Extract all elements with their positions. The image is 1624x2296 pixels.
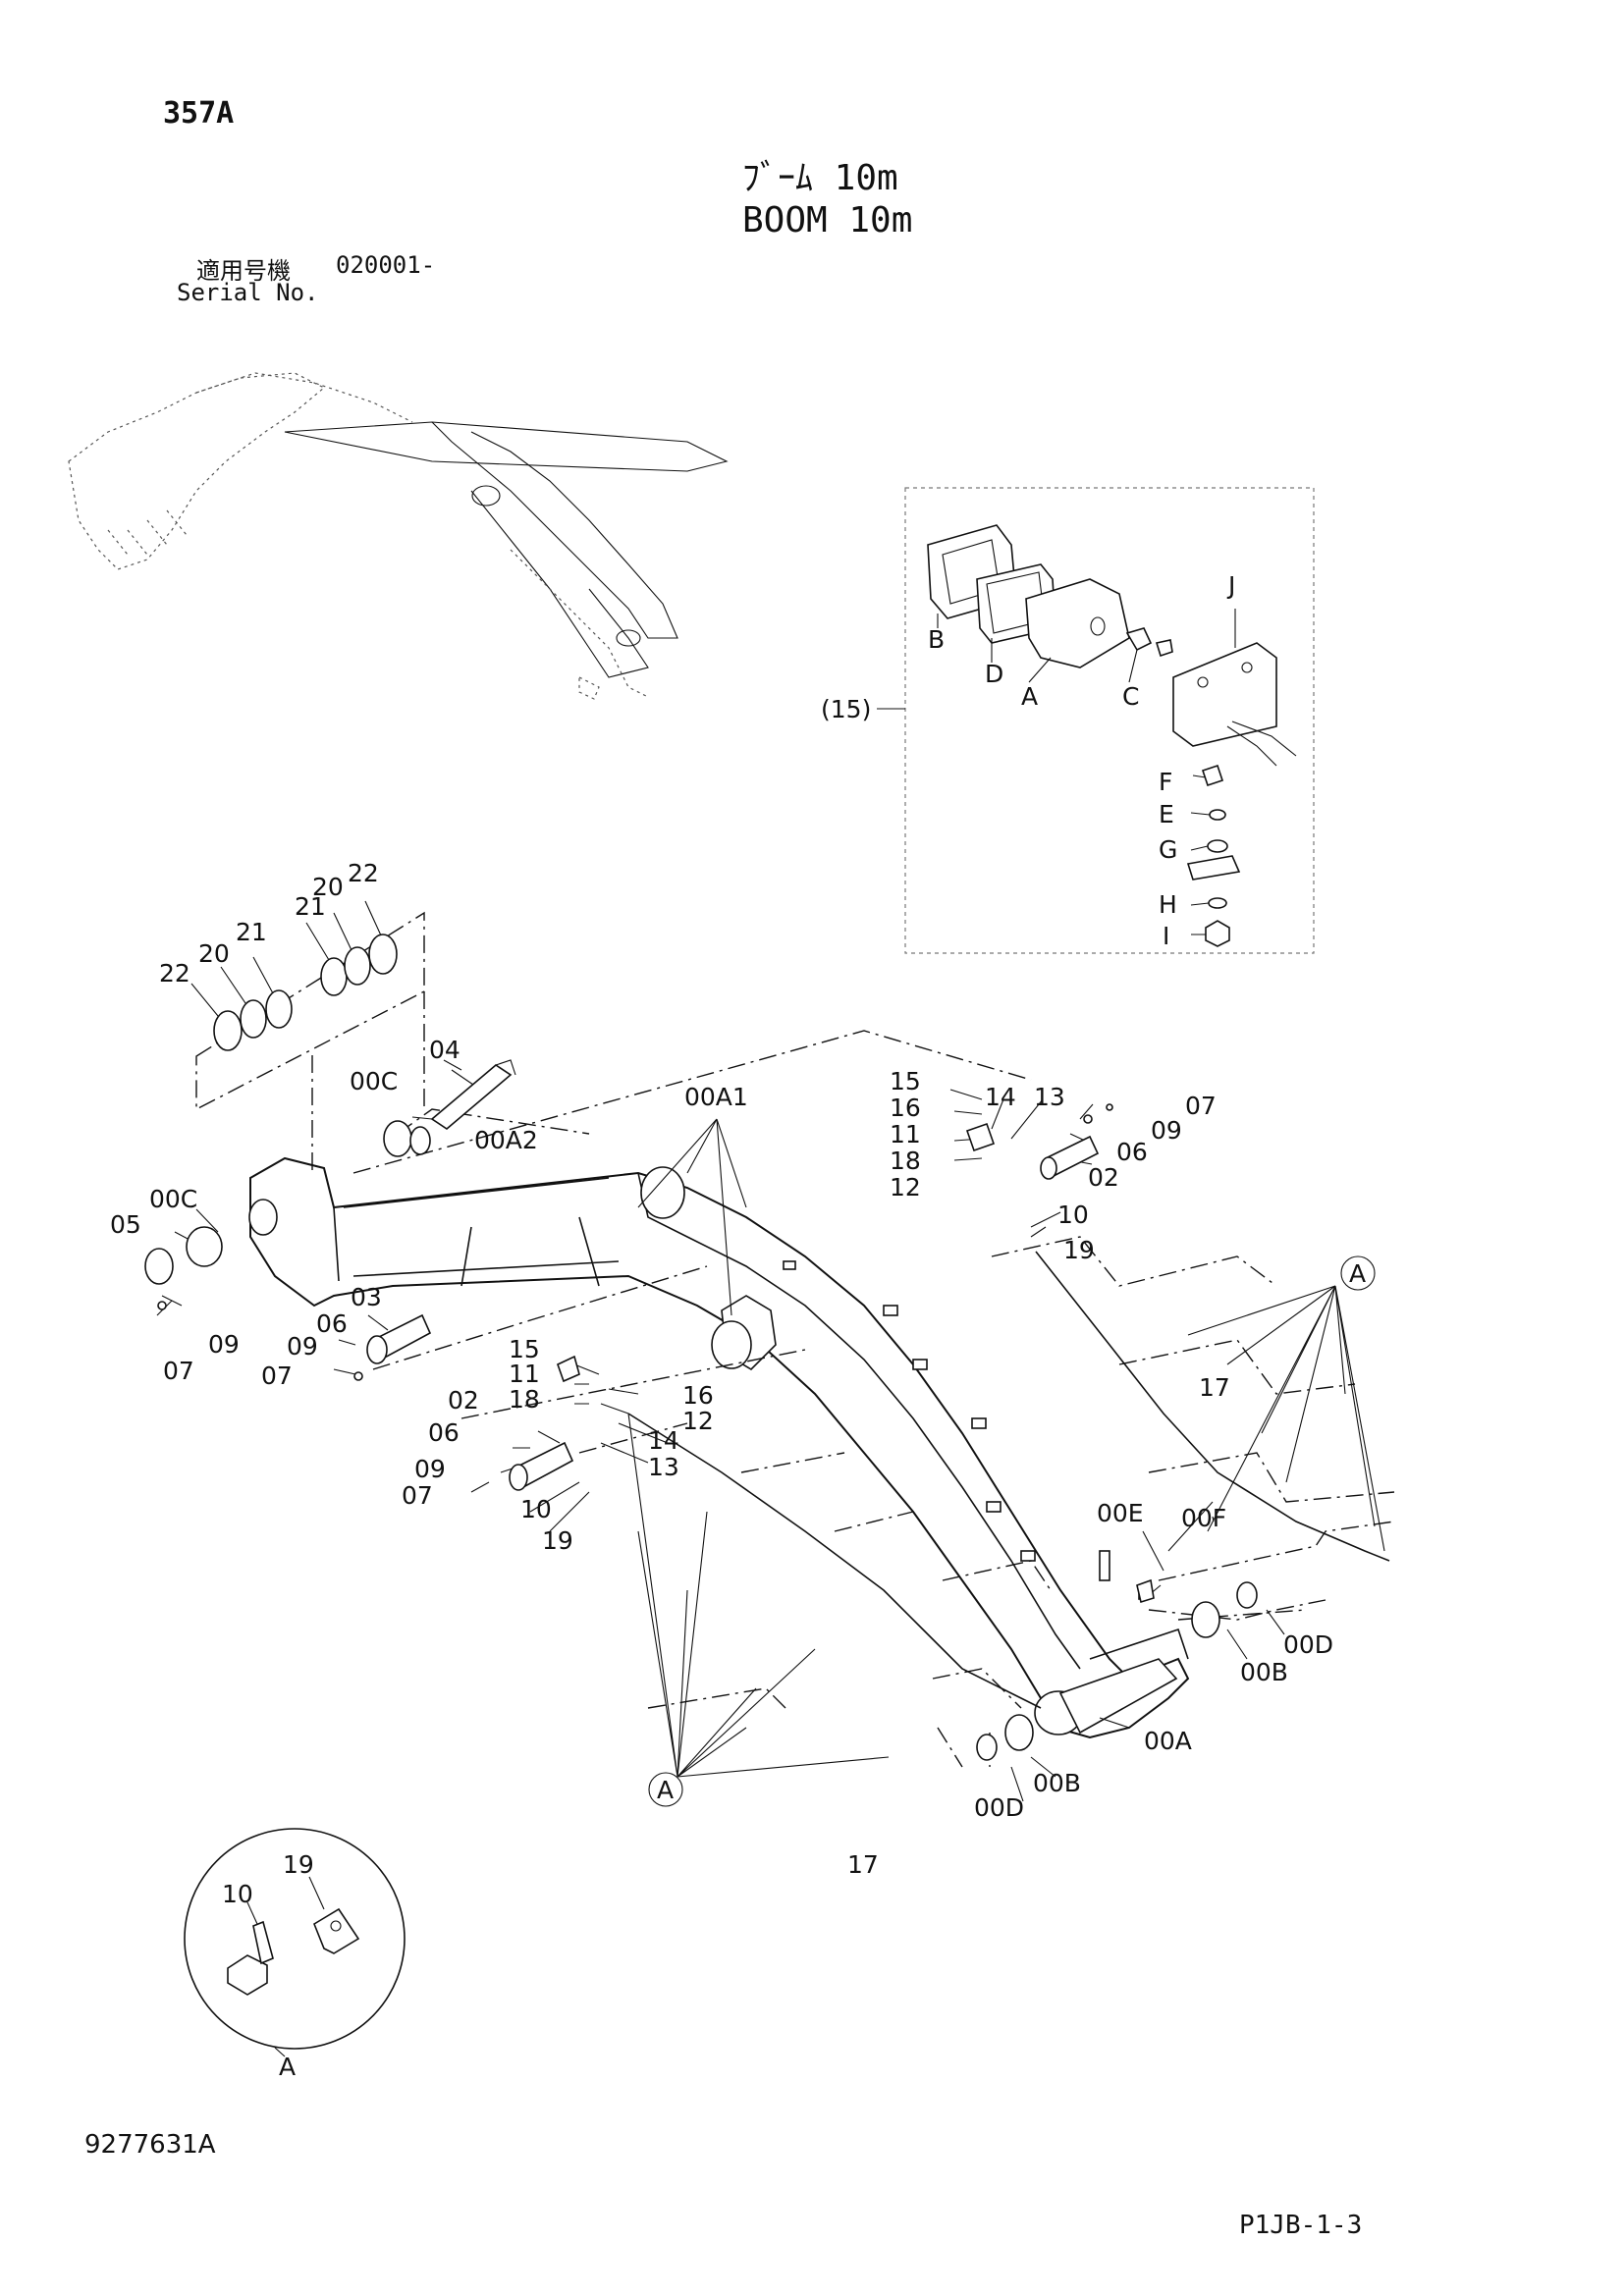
callout-00c-lower: 00C: [149, 1185, 197, 1213]
callout-washer-22: 22: [159, 959, 190, 988]
detail-a-callout-19: 19: [283, 1850, 314, 1879]
callout-00a1: 00A1: [684, 1083, 748, 1111]
callout-18-lower: 18: [509, 1385, 540, 1414]
callout-19-upper: 19: [1063, 1236, 1095, 1264]
view-marker-a-lower: [648, 1772, 683, 1807]
serial-value: 020001-: [336, 251, 436, 279]
alignment-lines: [311, 991, 1395, 1768]
view-marker-a-upper: [1340, 1255, 1376, 1291]
callout-10-upper: 10: [1057, 1201, 1089, 1229]
callout-05: 05: [110, 1210, 141, 1239]
callout-inset-e: E: [1159, 800, 1174, 828]
callout-00d-right: 00D: [1283, 1630, 1333, 1659]
lamp-assembly-inset: [877, 487, 1315, 954]
callout-12-lower: 12: [682, 1407, 714, 1435]
callout-06-mid: 06: [316, 1309, 348, 1338]
callout-12-upper: 12: [890, 1173, 921, 1201]
callout-11-lower: 11: [509, 1360, 540, 1388]
callout-16-upper: 16: [890, 1094, 921, 1122]
callout-14-upper: 14: [985, 1083, 1016, 1111]
callout-02-upper: 02: [1088, 1163, 1119, 1192]
callout-00e: 00E: [1097, 1499, 1144, 1527]
callout-00b-left: 00B: [1033, 1769, 1081, 1797]
serial-label-jp: 適用号機: [196, 257, 291, 285]
callout-leaders: [156, 1059, 1285, 1802]
callout-17-upper: 17: [1199, 1373, 1230, 1402]
callout-inset-d: D: [985, 660, 1003, 688]
callout-09-lower: 09: [414, 1455, 446, 1483]
callout-00f: 00F: [1181, 1504, 1226, 1532]
boom-main-body: [248, 1156, 1190, 1739]
callout-07-foot: 07: [163, 1357, 194, 1385]
callout-00d-left: 00D: [974, 1793, 1024, 1822]
page-title-jp: ﾌﾞｰﾑ 10m: [742, 158, 898, 198]
callout-washer-21: 21: [236, 918, 267, 946]
callout-inset-j: J: [1226, 571, 1235, 600]
callout-washer-20b: 20: [312, 873, 344, 901]
callout-washer-21b: 21: [295, 892, 326, 921]
washer-stack: [190, 900, 425, 1111]
callout-13-upper: 13: [1034, 1083, 1065, 1111]
detail-view-a: [184, 1828, 406, 2057]
callout-inset-group: (15): [821, 695, 871, 723]
callout-04: 04: [429, 1036, 460, 1064]
loose-parts: [144, 1059, 1258, 1761]
page-reference: P1JB-1-3: [1239, 2211, 1363, 2240]
callout-00a2: 00A2: [474, 1126, 538, 1154]
serial-label-en: Serial No.: [177, 279, 319, 306]
callout-09-mid: 09: [287, 1332, 318, 1361]
callout-09-upper: 09: [1151, 1116, 1182, 1145]
callout-10-lower: 10: [520, 1495, 552, 1523]
callout-13-lower: 13: [648, 1453, 679, 1481]
excavator-overview-sketch: [68, 372, 729, 700]
callout-14-lower: 14: [648, 1426, 679, 1455]
callout-inset-b: B: [928, 625, 945, 654]
callout-inset-f: F: [1159, 768, 1172, 796]
callout-17-lower: 17: [847, 1850, 879, 1879]
document-id: 9277631A: [84, 2130, 216, 2160]
callout-inset-g: G: [1159, 835, 1177, 864]
callout-inset-c: C: [1122, 682, 1139, 711]
callout-03: 03: [351, 1283, 382, 1311]
callout-06-lower: 06: [428, 1418, 460, 1447]
callout-07-mid: 07: [261, 1362, 293, 1390]
detail-a-view-label: A: [279, 2053, 296, 2081]
callout-washer-20: 20: [198, 939, 230, 968]
callout-09-foot: 09: [208, 1330, 240, 1359]
page-title-en: BOOM 10m: [742, 200, 913, 240]
callout-11-upper: 11: [890, 1120, 921, 1148]
callout-inset-a: A: [1021, 682, 1038, 711]
view-marker-label-lower: A: [657, 1776, 674, 1804]
callout-19-lower: 19: [542, 1526, 573, 1555]
view-marker-label-upper: A: [1349, 1259, 1366, 1288]
callout-18-upper: 18: [890, 1147, 921, 1175]
hydraulic-pipes: [627, 1251, 1390, 1709]
callout-00a: 00A: [1144, 1727, 1192, 1755]
callout-inset-h: H: [1159, 890, 1177, 919]
callout-07-lower: 07: [402, 1481, 433, 1510]
callout-15-upper: 15: [890, 1067, 921, 1095]
callout-07-upper: 07: [1185, 1092, 1217, 1120]
callout-00c-upper: 00C: [350, 1067, 398, 1095]
callout-16-lower: 16: [682, 1381, 714, 1410]
callout-02-lower: 02: [448, 1386, 479, 1415]
page-code: 357A: [163, 96, 235, 131]
view-a-leaders: [627, 1285, 1385, 1778]
callout-washer-22b: 22: [348, 859, 379, 887]
detail-a-callout-10: 10: [222, 1880, 253, 1908]
callout-06-upper: 06: [1116, 1138, 1148, 1166]
callout-15-lower: 15: [509, 1335, 540, 1363]
callout-inset-i: I: [1163, 922, 1169, 950]
callout-00b-right: 00B: [1240, 1658, 1288, 1686]
